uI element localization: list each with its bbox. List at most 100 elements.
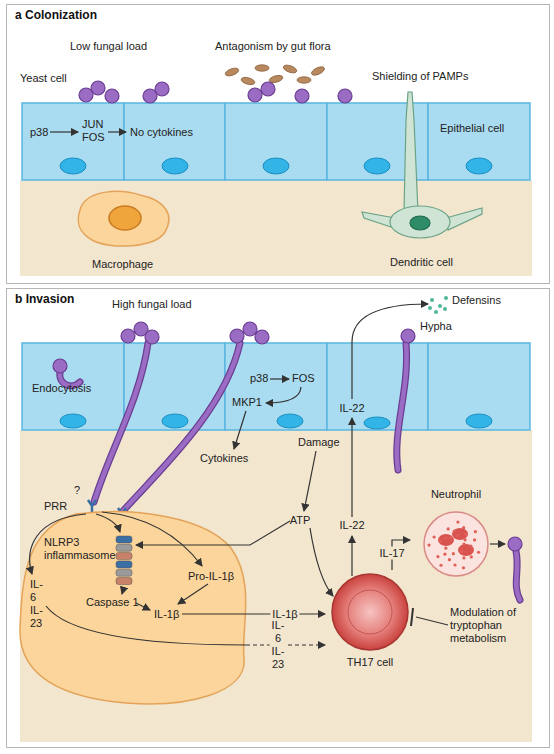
label-text: High fungal load [112, 298, 192, 311]
illustration [466, 158, 492, 174]
illustration [53, 359, 67, 373]
illustration [240, 76, 255, 86]
illustration [94, 343, 148, 502]
neutrophil-outline [452, 528, 468, 540]
node-text: TH17 cell [347, 656, 393, 669]
illustration [108, 131, 126, 132]
neutrophil-outline [470, 555, 473, 558]
illustration [297, 77, 311, 83]
macrophage [78, 191, 169, 246]
neutrophil-outline [444, 547, 447, 550]
label-text: ? [74, 484, 80, 497]
illustration [364, 417, 390, 429]
illustration [60, 343, 520, 600]
illustration [443, 307, 447, 311]
edge-label: IL-6 IL-23 [270, 619, 287, 671]
illustration [60, 158, 86, 174]
illustration [230, 329, 244, 343]
epithelial-cell [22, 103, 530, 430]
illustration [246, 521, 290, 545]
label-text: Yeast cell [20, 72, 67, 85]
neutrophil-outline [427, 543, 430, 546]
label-text: Endocytosis [32, 382, 91, 395]
illustration [91, 81, 105, 95]
th17-cell: TH17 cell [325, 570, 415, 674]
label-text: JUN FOS [82, 118, 105, 144]
neutrophil-outline [438, 534, 454, 546]
hypha [60, 343, 520, 600]
illustration [270, 378, 289, 379]
illustration [88, 500, 96, 513]
neutrophil-outline [458, 544, 474, 556]
neutrophil-outline [439, 564, 442, 567]
illustration [124, 103, 225, 180]
illustration [351, 536, 352, 576]
neutrophil-outline [460, 550, 463, 553]
illustration [410, 216, 430, 230]
node-text: Caspase 1 [86, 596, 139, 609]
label-text: Antagonism by gut flora [215, 40, 331, 53]
illustration [121, 329, 135, 343]
illustration [122, 343, 240, 512]
label-text: IL-22 [339, 402, 364, 415]
label-text: Epithelial cell [440, 122, 504, 135]
neutrophil-outline [449, 536, 452, 539]
edge-label: IL-17 [377, 547, 406, 560]
label-text: PRR [44, 500, 67, 513]
illustration [397, 343, 407, 470]
illustration [428, 306, 432, 310]
illustration [234, 411, 246, 449]
neutrophil-outline [444, 536, 447, 539]
illustration [466, 414, 492, 428]
illustration [255, 330, 269, 344]
macrophage: NLRP3 inflammasomePro-IL-1βIL-6 IL-23Cas… [16, 508, 246, 708]
illustration [60, 414, 86, 428]
illustration [60, 343, 520, 600]
illustration [351, 418, 352, 517]
illustration [162, 158, 188, 174]
illustration [277, 414, 303, 428]
neutrophil-outline [464, 533, 467, 536]
label-text: Dendritic cell [390, 256, 453, 269]
illustration [282, 64, 297, 75]
illustration [430, 298, 434, 302]
nucleus [60, 158, 492, 429]
illustration [20, 180, 532, 276]
label-text: No cytokines [130, 126, 193, 139]
neutrophil-outline [424, 512, 488, 576]
illustration [261, 82, 275, 96]
lamina [20, 180, 532, 742]
neutrophil-outline [448, 558, 451, 561]
macrophage-outline [116, 536, 132, 543]
macrophage-outline [178, 584, 208, 604]
neutrophil-outline [452, 552, 455, 555]
illustration [255, 65, 269, 71]
neutrophil-outline [462, 542, 465, 545]
illustration [78, 191, 169, 246]
label-text: Macrophage [92, 258, 153, 271]
neutrophil-outline [439, 540, 442, 543]
neutrophil-outline [477, 551, 480, 554]
neutrophil-outline [453, 563, 456, 566]
label-text: FOS [292, 372, 315, 385]
illustration [444, 296, 448, 300]
macrophage-outline [116, 578, 132, 585]
macrophage-outline [102, 512, 202, 566]
neutrophil-outline [432, 535, 435, 538]
illustration [310, 528, 333, 596]
illustration [304, 451, 316, 511]
macrophage-outline [20, 512, 246, 704]
illustration [263, 158, 289, 174]
macrophage-outline [116, 569, 132, 576]
illustration [122, 343, 240, 512]
label-text: Shielding of PAMPs [372, 70, 468, 83]
illustration [225, 343, 327, 430]
neutrophil-outline [447, 527, 450, 530]
bacterium [224, 64, 325, 86]
illustration [50, 131, 78, 132]
neutrophil-outline [453, 530, 456, 533]
inflammasome [116, 536, 132, 585]
illustration [155, 82, 169, 96]
node-text: Pro-IL-1β [188, 570, 234, 583]
neutrophil-outline [436, 555, 439, 558]
